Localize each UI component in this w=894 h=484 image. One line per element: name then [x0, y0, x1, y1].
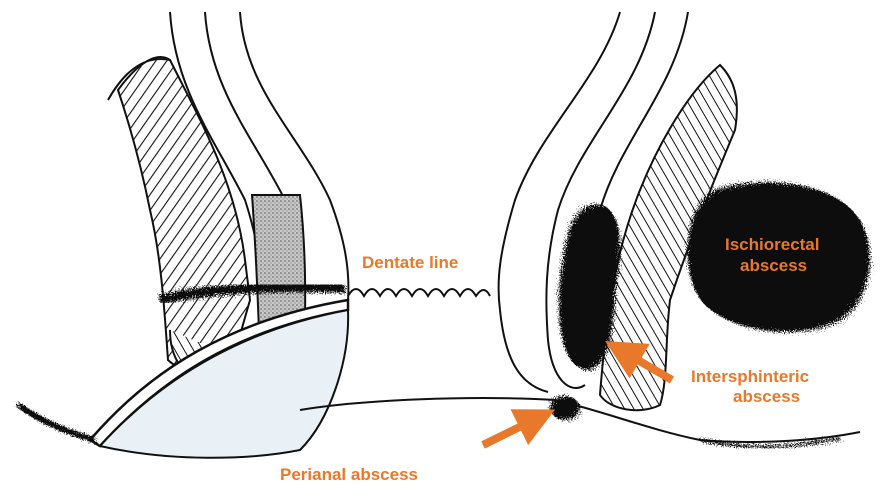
dentate-line-label: Dentate line — [362, 253, 458, 272]
intersphinteric-abscess-label-line1: Intersphinteric — [691, 367, 809, 386]
perianal-arrow — [483, 413, 548, 445]
left-anal-wall — [18, 12, 348, 458]
ischiorectal-abscess-label-line2: abscess — [740, 256, 807, 275]
perianal-abscess-mass — [550, 396, 580, 420]
intersphinteric-abscess-label-line2: abscess — [733, 387, 800, 406]
ischiorectal-abscess-label-line1: Ischiorectal — [725, 235, 820, 254]
perianal-abscess-label: Perianal abscess — [280, 465, 418, 484]
left-external-sphincter — [118, 57, 250, 372]
dentate-line-curve — [348, 289, 490, 296]
